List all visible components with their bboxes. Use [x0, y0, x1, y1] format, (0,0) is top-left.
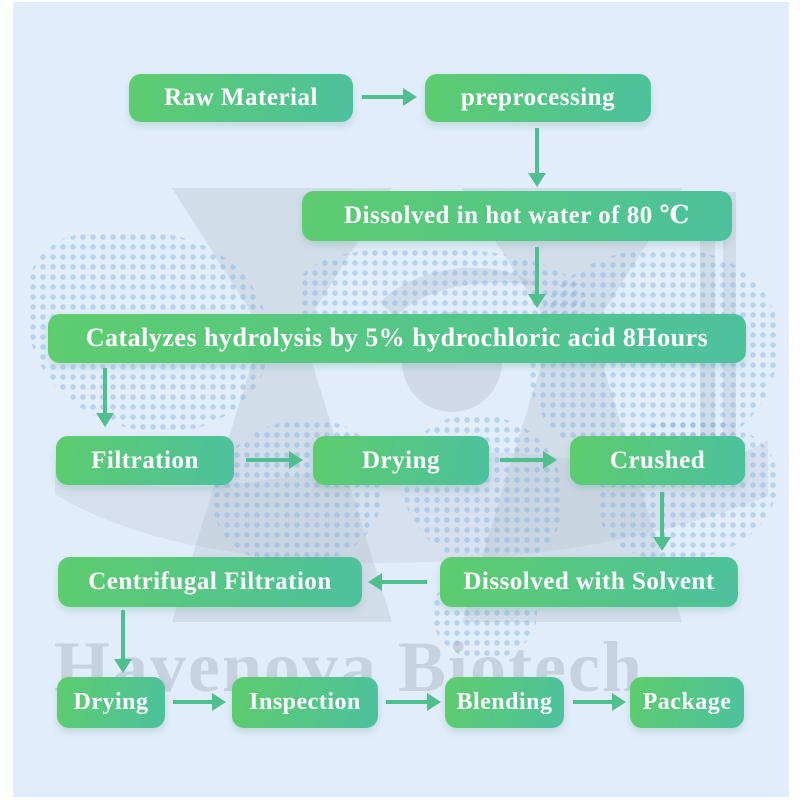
arrow-catalyze-to-filtration [95, 368, 114, 427]
node-raw-material: Raw Material [129, 74, 353, 122]
node-preprocessing: preprocessing [425, 74, 651, 122]
arrow-solvent-to-centrifugal [368, 572, 427, 591]
arrow-raw-material-to-preprocessing [362, 87, 417, 106]
arrow-centrifugal-to-drying2 [113, 610, 132, 673]
node-catalyze-hydrolysis: Catalyzes hydrolysis by 5% hydrochloric … [48, 314, 746, 363]
node-blending: Blending [445, 677, 564, 728]
arrow-drying-to-crushed [500, 450, 557, 469]
arrow-dissolve-to-catalyze [527, 247, 546, 308]
arrow-preprocessing-to-dissolve [527, 128, 546, 187]
node-drying-2: Drying [57, 677, 165, 728]
canvas-background [13, 2, 789, 797]
node-dissolved-with-solvent: Dissolved with Solvent [440, 557, 738, 607]
arrow-blending-to-package [573, 692, 626, 711]
node-package: Package [630, 677, 744, 728]
arrow-inspection-to-blending [386, 692, 441, 711]
node-centrifugal-filtration: Centrifugal Filtration [58, 557, 362, 607]
arrow-drying2-to-inspection [173, 692, 226, 711]
node-drying-1: Drying [313, 436, 489, 485]
node-inspection: Inspection [232, 677, 378, 728]
node-crushed: Crushed [570, 436, 745, 485]
node-filtration: Filtration [56, 436, 234, 485]
arrow-crushed-to-solvent [652, 492, 671, 551]
arrow-filtration-to-drying [246, 450, 303, 469]
node-dissolve-hot-water: Dissolved in hot water of 80 ℃ [302, 191, 732, 241]
